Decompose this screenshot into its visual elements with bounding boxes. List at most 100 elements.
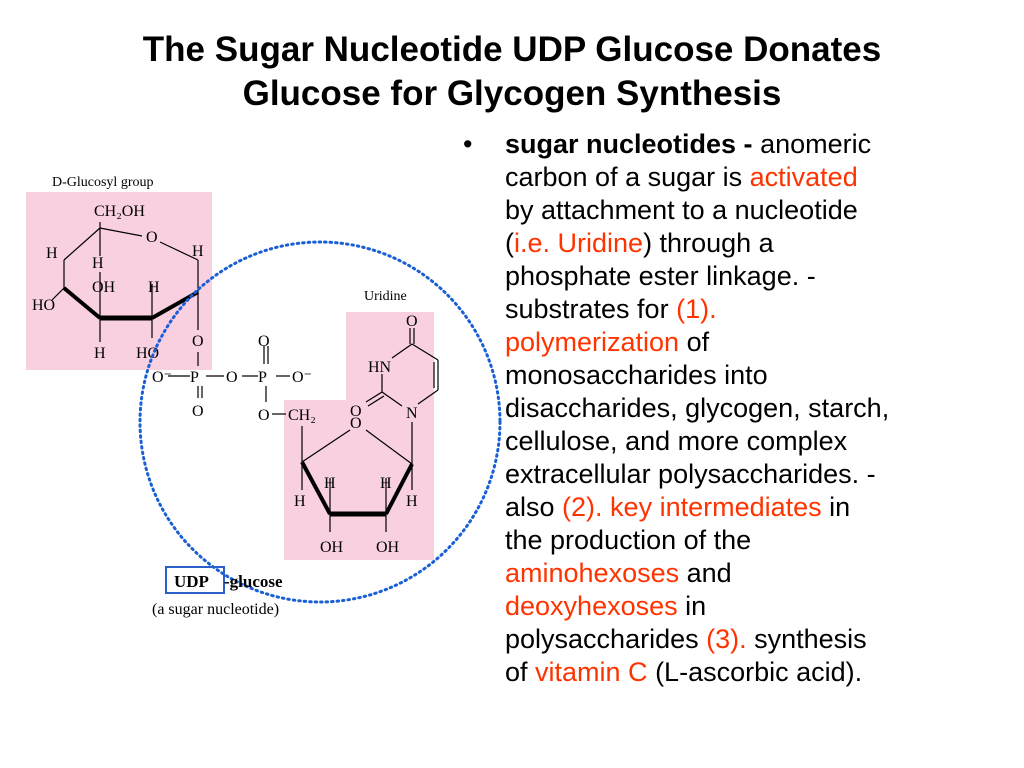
uridine-highlight-circle	[138, 240, 502, 604]
bullet-line: also (2). key intermediates in	[463, 491, 1008, 524]
atom-h: H	[406, 493, 418, 510]
atom-h: H	[92, 255, 104, 272]
text-segment: polysaccharides	[505, 624, 707, 654]
atom-h: H	[294, 493, 306, 510]
atom-carbonyl-oxygen: O	[406, 313, 418, 330]
atom-nitrogen: N	[406, 405, 418, 422]
bullet-line: monosaccharides into	[463, 359, 1008, 392]
text-segment: cellulose, and more complex	[505, 426, 848, 456]
highlighted-term: activated	[749, 162, 858, 192]
text-segment: monosaccharides into	[505, 360, 768, 390]
text-segment: by attachment to a nucleotide	[505, 195, 858, 225]
text-segment: disaccharides, glycogen, starch,	[505, 393, 890, 423]
text-segment: of	[679, 327, 710, 357]
text-segment: also	[505, 492, 563, 522]
glucosyl-highlight-box	[26, 192, 212, 370]
atom-phosphorus-1: P	[190, 369, 199, 386]
atom-oh: OH	[376, 539, 400, 556]
bullet-line: polysaccharides (3). synthesis	[463, 623, 1008, 656]
highlighted-term: deoxyhexoses	[505, 591, 678, 621]
atom-h: H	[192, 243, 204, 260]
bullet-line: of vitamin C (L-ascorbic acid).	[463, 656, 1008, 689]
atom-h: H	[324, 475, 336, 492]
atom-oh: OH	[320, 539, 344, 556]
text-segment: synthesis	[746, 624, 867, 654]
atom-h: H	[148, 279, 160, 296]
udp-glucose-structure: D-Glucosyl group Uridine CH₂OH O H H H O…	[20, 160, 520, 630]
atom-ch2-ribose: CH₂	[288, 407, 316, 424]
atom-ho: HO	[32, 297, 55, 314]
figure-caption: (a sugar nucleotide)	[152, 601, 279, 618]
atom-hn: HN	[368, 359, 392, 376]
bullet-line: extracellular polysaccharides. -	[463, 458, 1008, 491]
bullet-line: by attachment to a nucleotide	[463, 194, 1008, 227]
atom-bridging-oxygen: O	[226, 369, 238, 386]
atom-h: H	[46, 245, 58, 262]
slide-title: The Sugar Nucleotide UDP Glucose Donates…	[0, 28, 1024, 116]
text-segment: extracellular polysaccharides. -	[505, 459, 876, 489]
text-segment: anomeric	[760, 129, 872, 159]
bullet-line: substrates for (1).	[463, 293, 1008, 326]
text-segment: phosphate ester linkage. -	[505, 261, 816, 291]
text-segment: ) through a	[643, 228, 774, 258]
title-line-2: Glucose for Glycogen Synthesis	[242, 74, 782, 113]
text-segment: in	[821, 492, 851, 522]
atom-ring-oxygen: O	[146, 229, 158, 246]
highlighted-term: i.e. Uridine	[514, 228, 644, 258]
text-segment: substrates for	[505, 294, 677, 324]
atom-oh: OH	[92, 279, 116, 296]
text-segment: (	[505, 228, 514, 258]
bullet-line: carbon of a sugar is activated	[463, 161, 1008, 194]
bullet-line: polymerization of	[463, 326, 1008, 359]
uridine-label: Uridine	[364, 289, 407, 304]
udp-label: UDP	[174, 572, 209, 591]
text-segment: of	[505, 657, 536, 687]
bullet-line: deoxyhexoses in	[463, 590, 1008, 623]
uracil-ring	[365, 328, 439, 407]
bullet-line: aminohexoses and	[463, 557, 1008, 590]
bullet-marker: •	[463, 129, 473, 159]
title-line-1: The Sugar Nucleotide UDP Glucose Donates	[142, 30, 882, 69]
atom-ho: HO	[136, 345, 159, 362]
highlighted-term: (1).	[676, 294, 717, 324]
atom-carbonyl-oxygen: O	[350, 403, 362, 420]
bullet-line: (i.e. Uridine) through a	[463, 227, 1008, 260]
text-segment: in	[677, 591, 707, 621]
atom-oxygen: O	[258, 333, 270, 350]
highlighted-term: (2). key intermediates	[562, 492, 822, 522]
highlighted-term: aminohexoses	[505, 558, 680, 588]
uracil-highlight-box	[346, 312, 434, 407]
atom-ch2oh-glucose: CH₂OH	[94, 203, 145, 220]
bullet-line: disaccharides, glycogen, starch,	[463, 392, 1008, 425]
glucose-ring	[51, 222, 199, 342]
glucose-suffix: -glucose	[224, 572, 283, 591]
atom-h: H	[94, 345, 106, 362]
structure-diagram: D-Glucosyl group Uridine CH₂OH O H H H O…	[26, 175, 502, 618]
udp-highlight-box	[165, 566, 225, 594]
bullet-line: phosphate ester linkage. -	[463, 260, 1008, 293]
bold-term: sugar nucleotides -	[505, 129, 761, 159]
atom-o-minus: O⁻	[152, 369, 172, 386]
atom-ribose-oxygen: O	[350, 415, 362, 432]
text-segment: the production of the	[505, 525, 752, 555]
text-segment: and	[679, 558, 732, 588]
text-segment: (L-ascorbic acid).	[647, 657, 863, 687]
bullet-line: sugar nucleotides - anomeric	[463, 128, 1008, 161]
atom-h: H	[380, 475, 392, 492]
ribose-ring	[300, 422, 414, 532]
bullet-line: the production of the	[463, 524, 1008, 557]
text-segment: carbon of a sugar is	[505, 162, 750, 192]
atom-o-minus: O⁻	[292, 369, 312, 386]
ribose-highlight-box	[284, 400, 434, 560]
highlighted-term: (3).	[706, 624, 747, 654]
bullet-line: cellulose, and more complex	[463, 425, 1008, 458]
pyrophosphate-bonds	[168, 346, 290, 415]
atom-oxygen: O	[258, 407, 270, 424]
highlighted-term: polymerization	[505, 327, 680, 357]
glucosyl-group-label: D-Glucosyl group	[52, 175, 154, 190]
atom-phosphorus-2: P	[258, 369, 267, 386]
highlighted-term: vitamin C	[535, 657, 648, 687]
atom-glycosidic-oxygen: O	[192, 333, 204, 350]
